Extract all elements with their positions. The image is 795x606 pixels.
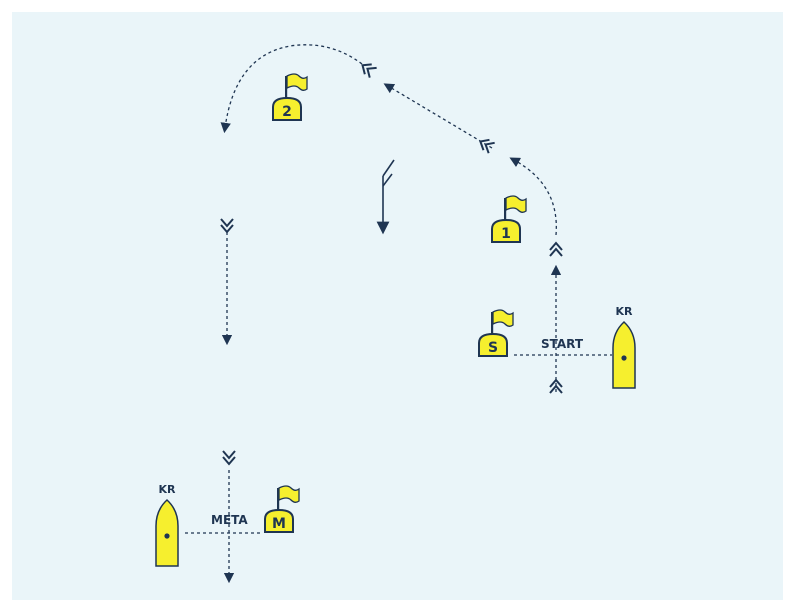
buoy-s-label: S bbox=[488, 340, 498, 356]
buoy-m: M bbox=[264, 485, 300, 533]
buoy-2: 2 bbox=[272, 73, 308, 121]
buoy-1: 1 bbox=[491, 195, 527, 243]
finish-boat-label: KR bbox=[159, 483, 177, 496]
buoy-1-label: 1 bbox=[501, 226, 511, 242]
mark-2-rounding-arc bbox=[220, 44, 363, 134]
wind-arrow-icon bbox=[376, 159, 395, 235]
course-background bbox=[12, 12, 783, 600]
buoy-s: S bbox=[478, 309, 514, 357]
buoy-m-label: M bbox=[272, 516, 286, 532]
start-boat-label: KR bbox=[616, 305, 634, 318]
start-committee-boat: KR bbox=[612, 305, 636, 389]
finish-line-label: META bbox=[211, 513, 248, 527]
reach-leg-line bbox=[383, 83, 493, 149]
buoy-2-label: 2 bbox=[282, 104, 292, 120]
start-line-label: START bbox=[541, 337, 584, 351]
finish-committee-boat: KR bbox=[155, 483, 179, 567]
committee-boat-icon bbox=[612, 321, 636, 389]
committee-boat-icon bbox=[155, 499, 179, 567]
